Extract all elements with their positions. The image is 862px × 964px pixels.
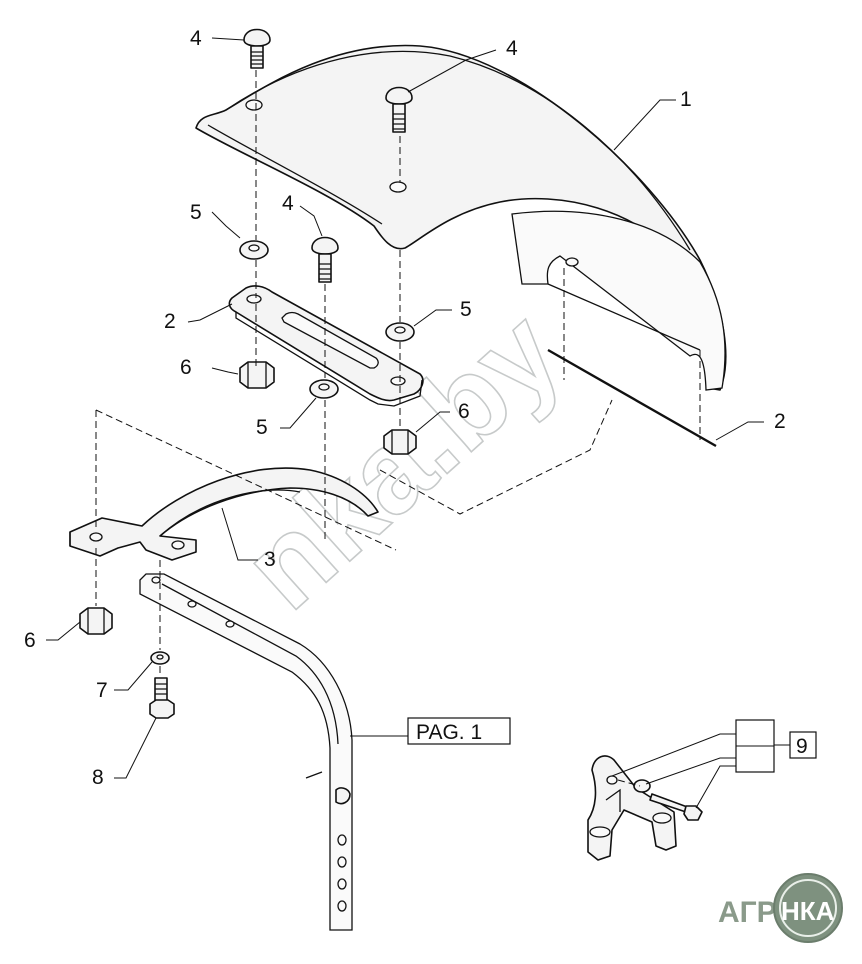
washer-lower [309, 379, 339, 399]
callout-fender: 1 [680, 88, 692, 111]
callout-washer-small: 7 [96, 679, 108, 702]
hex-nut-center [383, 429, 417, 455]
page-reference-label: PAG. 1 [416, 721, 482, 744]
callout-bolt-bottom: 8 [92, 766, 104, 789]
washer-upper-left [239, 240, 269, 260]
hex-bolt-bottom [149, 677, 175, 719]
kit-box: 9 [735, 719, 817, 773]
edge-strip-part [547, 348, 717, 448]
callout-bolt-plate: 4 [282, 192, 294, 215]
callout-nut-bottom: 6 [24, 629, 36, 652]
hex-nut-left [239, 361, 275, 389]
bracket-washer [633, 779, 651, 793]
fender-part [195, 44, 727, 391]
hex-nut-bottom [79, 607, 113, 635]
callout-plate-right: 2 [774, 410, 786, 433]
bracket-screw [649, 793, 703, 821]
bracket-assembly [587, 755, 677, 861]
assembly-lines [95, 70, 701, 787]
support-arm-part [69, 467, 379, 561]
callout-kit: 9 [796, 735, 808, 758]
carriage-bolt-top-left [243, 28, 271, 69]
small-washer [150, 651, 170, 665]
logo-text-right: НКА [781, 896, 835, 926]
carriage-bolt-top-center [385, 86, 413, 133]
frame-reference [139, 573, 353, 931]
callout-nut-center: 6 [458, 400, 470, 423]
washer-right [385, 322, 415, 342]
callout-support-arm: 3 [264, 548, 276, 571]
callout-washer-upper-left: 5 [190, 201, 202, 224]
callout-plate-top: 2 [164, 310, 176, 333]
slotted-plate-part [228, 285, 424, 407]
leader-lines [46, 37, 764, 809]
callout-bolt-top-center: 4 [506, 37, 518, 60]
callout-bolt-top-left: 4 [190, 27, 202, 50]
callout-nut-left: 6 [180, 356, 192, 379]
callout-washer-right: 5 [460, 298, 472, 321]
carriage-bolt-plate [311, 236, 339, 283]
callout-washer-lower: 5 [256, 416, 268, 439]
page-reference: PAG. 1 [407, 717, 511, 745]
agronka-logo: АГРО НКА [718, 873, 843, 943]
